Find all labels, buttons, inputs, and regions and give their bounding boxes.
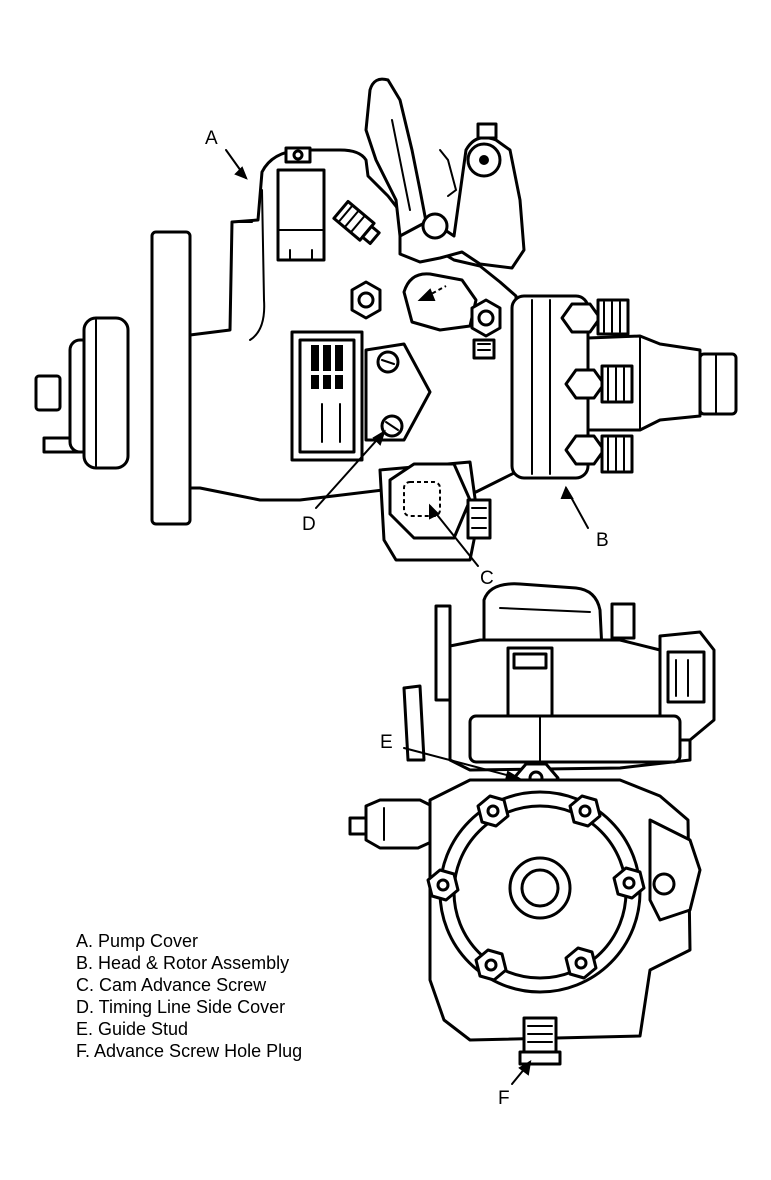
legend-item-f: F. Advance Screw Hole Plug bbox=[76, 1041, 303, 1061]
callout-f: F bbox=[498, 1088, 510, 1109]
parts-legend: A. Pump Cover B. Head & Rotor Assembly C… bbox=[76, 930, 302, 1062]
legend-item-c: C. Cam Advance Screw bbox=[76, 975, 267, 995]
callout-a: A bbox=[205, 128, 218, 149]
pump-end-view bbox=[348, 582, 716, 1066]
callout-c: C bbox=[480, 568, 494, 589]
callout-d: D bbox=[302, 514, 316, 535]
leader-lines bbox=[225, 149, 589, 1085]
legend-item-e: E. Guide Stud bbox=[76, 1019, 189, 1039]
pump-side-view bbox=[34, 77, 738, 562]
legend-item-a: A. Pump Cover bbox=[76, 931, 199, 951]
callout-b: B bbox=[596, 530, 609, 551]
legend-item-d: D. Timing Line Side Cover bbox=[76, 997, 286, 1017]
callout-e: E bbox=[380, 732, 393, 753]
legend-item-b: B. Head & Rotor Assembly bbox=[76, 953, 290, 973]
